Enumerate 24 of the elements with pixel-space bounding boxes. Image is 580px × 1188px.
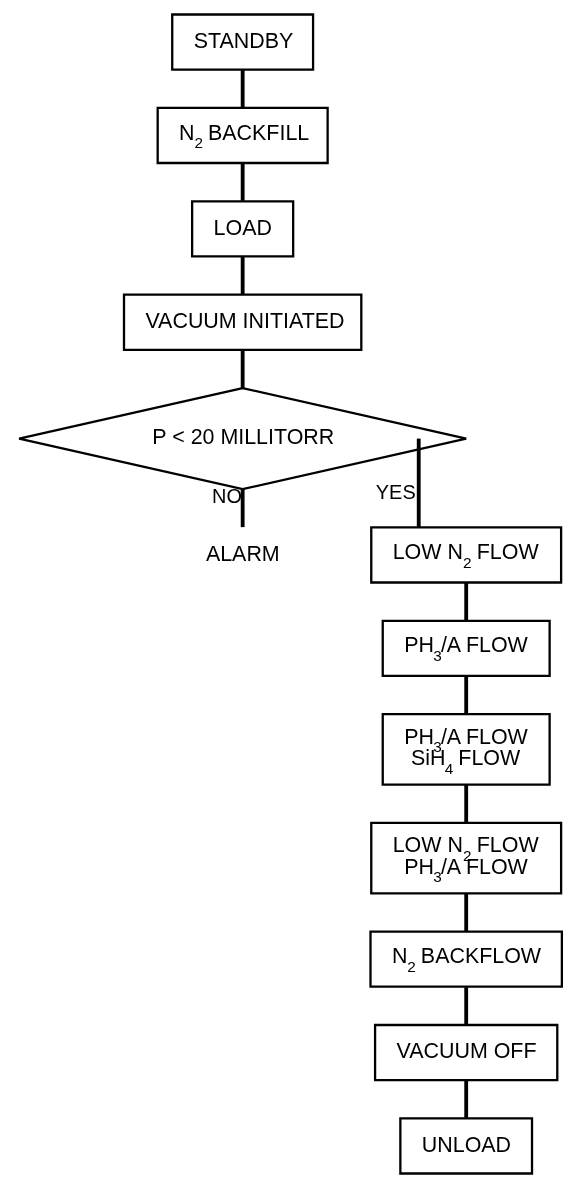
connector — [463, 583, 468, 621]
node-box: UNLOAD — [398, 1117, 533, 1175]
node-box: PH$_{3}$/A FLOW — [381, 619, 551, 678]
connector — [463, 987, 468, 1025]
node-box: LOW N$_{2}$ FLOW PH$_{3}$/A FLOW — [369, 821, 562, 895]
connector — [463, 675, 468, 714]
connector — [463, 893, 468, 931]
connector — [240, 256, 245, 295]
connector — [463, 785, 468, 823]
connector — [463, 1080, 468, 1118]
node-box: N$_{2}$ BACKFLOW — [368, 930, 563, 988]
node-text: ALARM — [205, 541, 280, 566]
connector — [240, 163, 245, 201]
connector — [416, 438, 421, 528]
node-box: LOW N$_{2}$ FLOW — [369, 526, 562, 584]
connector — [240, 489, 245, 528]
node-box: VACUUM OFF — [373, 1023, 558, 1082]
node-box: VACUUM INITIATED — [122, 293, 362, 351]
node-box: STANDBY — [170, 13, 314, 71]
node-box: LOAD — [190, 200, 294, 258]
connector — [240, 70, 245, 108]
node-box: PH$_{3}$/A FLOW SiH$_{4}$ FLOW — [381, 713, 551, 786]
node-box: N$_{2}$ BACKFILL — [156, 106, 329, 165]
connector — [240, 349, 245, 388]
